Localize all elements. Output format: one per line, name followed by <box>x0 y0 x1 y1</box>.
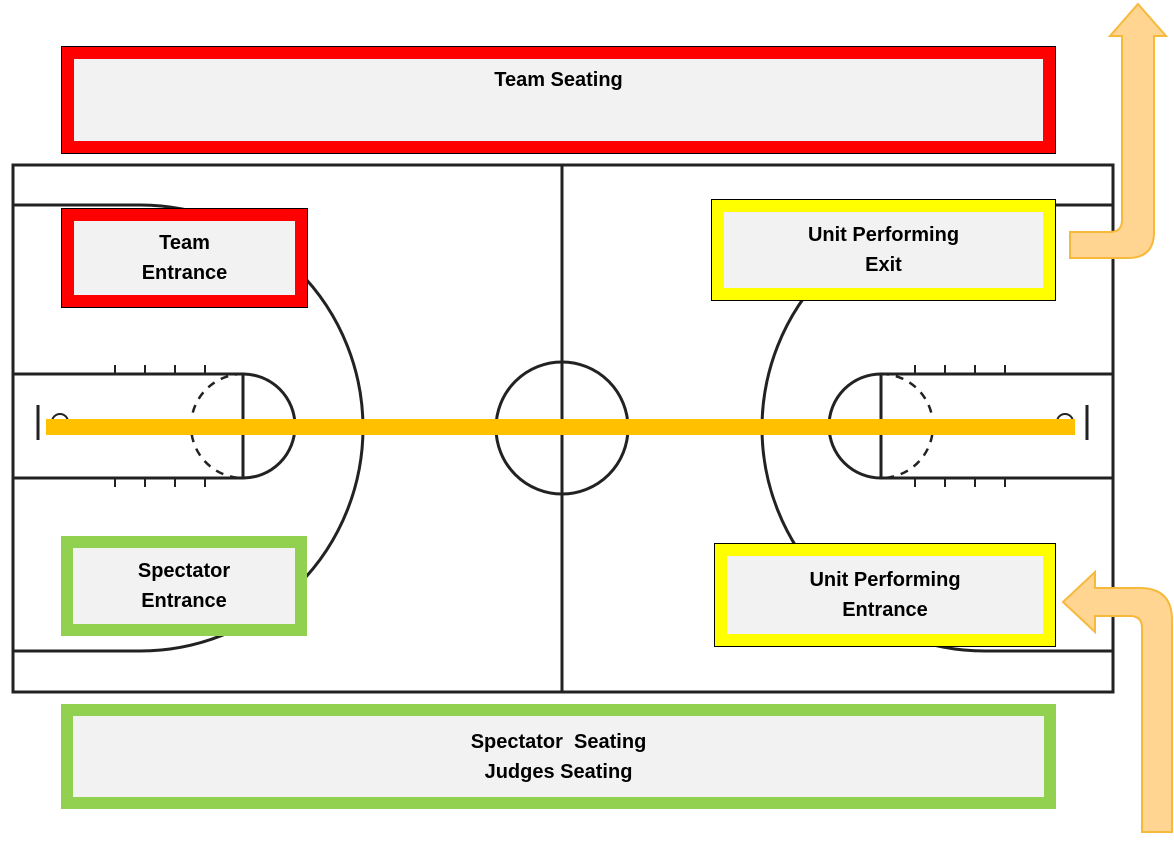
unit-performing-entrance-box: Unit Performing Entrance <box>714 543 1056 647</box>
spectator-seating-label: Spectator Seating <box>470 730 647 753</box>
team-entrance-label-line1: Team <box>159 232 210 254</box>
unit-exit-label-line2: Exit <box>865 254 902 276</box>
arrow-up-exit-icon <box>1069 2 1169 259</box>
team-entrance-box: Team Entrance <box>61 208 308 308</box>
spectator-entrance-label-line2: Entrance <box>141 590 227 612</box>
arrow-left-entrance-icon <box>1061 569 1173 833</box>
team-seating-label: Team Seating <box>494 69 623 91</box>
judges-seating-label: Judges Seating <box>484 760 633 783</box>
unit-exit-label-line1: Unit Performing <box>807 224 960 246</box>
spectator-entrance-box: Spectator Entrance <box>61 536 307 636</box>
unit-entrance-label-line2: Entrance <box>842 599 928 621</box>
unit-performing-exit-box: Unit Performing Exit <box>711 199 1056 301</box>
spectator-entrance-label-line1: Spectator <box>137 560 231 582</box>
unit-entrance-label-line1: Unit Performing <box>809 569 961 591</box>
spectator-judges-seating-box: Spectator Seating Judges Seating <box>61 704 1056 809</box>
team-seating-box: Team Seating <box>61 46 1056 154</box>
team-entrance-label-line2: Entrance <box>141 262 228 284</box>
